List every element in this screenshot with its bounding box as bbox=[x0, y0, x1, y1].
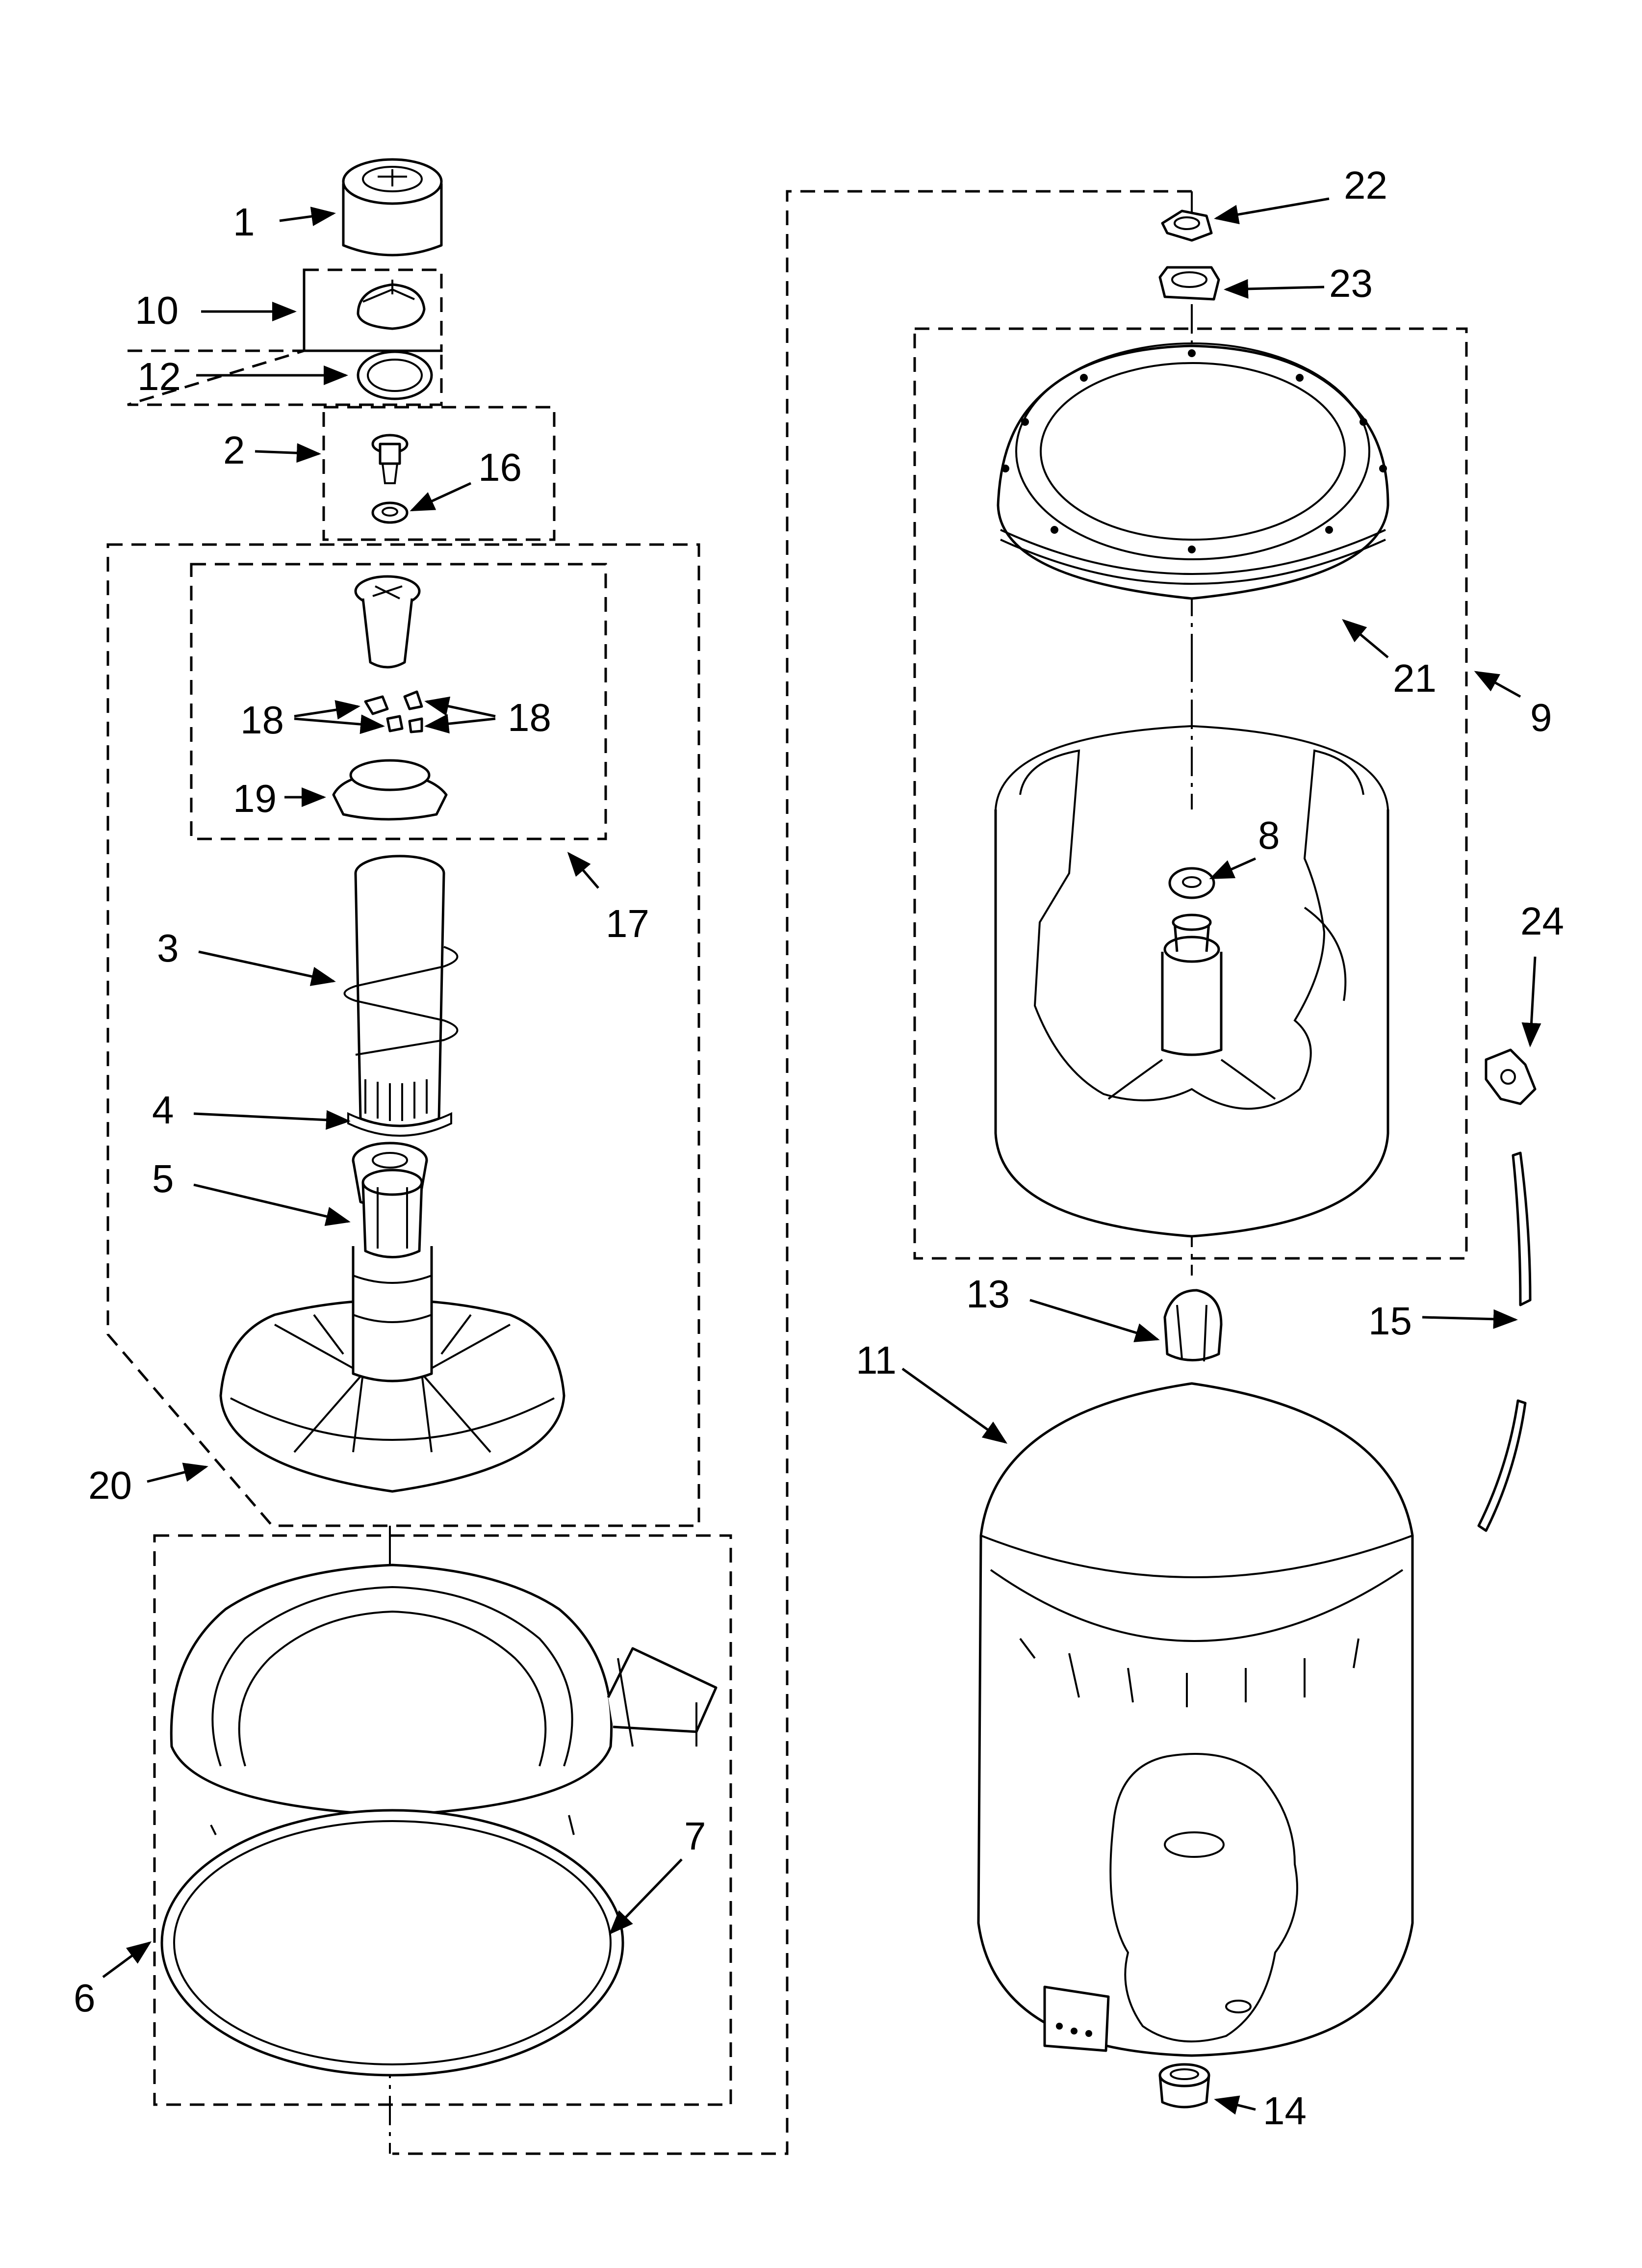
label-8: 8 bbox=[1258, 813, 1280, 857]
label-15: 15 bbox=[1368, 1299, 1412, 1343]
part-1-cap bbox=[342, 158, 443, 257]
leader-arrows bbox=[102, 197, 1541, 2115]
label-1: 1 bbox=[233, 200, 255, 244]
part-10-cap-insert bbox=[357, 280, 426, 330]
part-22-clip bbox=[1161, 209, 1213, 242]
part-3-agitator-barrel bbox=[343, 855, 459, 1137]
label-24: 24 bbox=[1520, 899, 1564, 943]
part-14-plug bbox=[1158, 2063, 1210, 2109]
label-4: 4 bbox=[152, 1088, 174, 1132]
part-18-dogs bbox=[364, 690, 423, 733]
part-21-balance-ring bbox=[997, 342, 1389, 600]
part-15-hose bbox=[1477, 1151, 1532, 1532]
label-11: 11 bbox=[856, 1338, 897, 1382]
label-20: 20 bbox=[88, 1463, 132, 1507]
part-19-cam-base bbox=[332, 759, 448, 821]
part-12-ring bbox=[357, 350, 433, 400]
part-8-hub-nut bbox=[1168, 867, 1215, 899]
label-18-left: 18 bbox=[240, 698, 284, 742]
group-boxes bbox=[106, 190, 1468, 2155]
part-2-bolt bbox=[371, 434, 409, 484]
label-22: 22 bbox=[1344, 163, 1387, 207]
label-17: 17 bbox=[606, 902, 649, 945]
label-18-right: 18 bbox=[508, 696, 551, 739]
part-23-nut bbox=[1158, 266, 1220, 301]
label-21: 21 bbox=[1393, 656, 1437, 700]
ring-holes bbox=[1001, 349, 1387, 553]
label-13: 13 bbox=[966, 1272, 1010, 1316]
label-3: 3 bbox=[157, 926, 179, 970]
label-2: 2 bbox=[223, 428, 245, 472]
label-10: 10 bbox=[135, 288, 179, 332]
part-labels: 1 10 12 2 16 18 18 19 17 3 4 5 20 7 6 22… bbox=[74, 163, 1564, 2133]
part-11-outer-tub bbox=[977, 1382, 1414, 2057]
label-9: 9 bbox=[1530, 696, 1552, 739]
label-14: 14 bbox=[1263, 2089, 1307, 2133]
part-7-gasket bbox=[160, 1809, 624, 2077]
label-12: 12 bbox=[137, 355, 181, 398]
label-7: 7 bbox=[684, 1814, 706, 1858]
label-6: 6 bbox=[74, 1976, 96, 2020]
label-19: 19 bbox=[233, 777, 277, 820]
part-17-cam bbox=[354, 575, 421, 669]
part-5-agitator-post bbox=[352, 1169, 433, 1382]
part-24-clamp bbox=[1485, 1048, 1537, 1105]
label-16: 16 bbox=[478, 445, 522, 489]
part-16-washer bbox=[371, 501, 409, 524]
label-23: 23 bbox=[1329, 261, 1373, 305]
part-13-seal bbox=[1163, 1289, 1223, 1362]
label-5: 5 bbox=[152, 1157, 174, 1200]
part-9-basket bbox=[994, 725, 1389, 1238]
